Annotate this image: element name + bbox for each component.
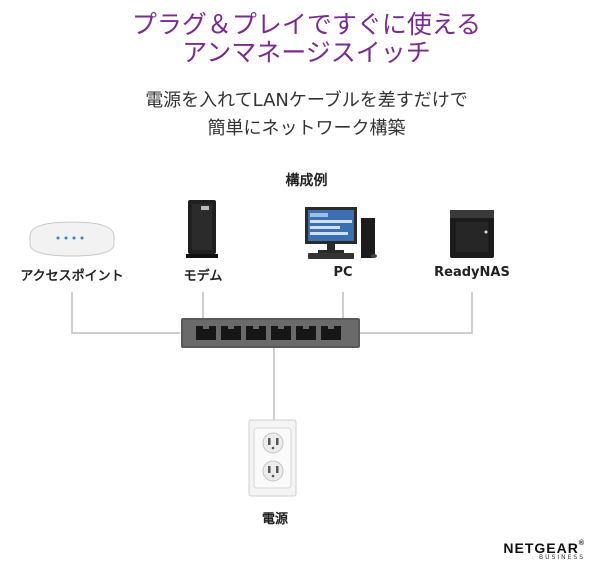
switch-port	[296, 326, 316, 340]
switch-port-notch	[203, 326, 209, 329]
switch-icon	[181, 318, 360, 348]
device-label-readynas: ReadyNAS	[434, 265, 510, 280]
switch-port	[246, 326, 266, 340]
headline-line-1: プラグ＆プレイですぐに使える	[131, 10, 482, 39]
switch-port-notch	[278, 326, 284, 329]
netgear-logo: NETGEAR® BUSINESS	[503, 540, 585, 561]
device-label-pc: PC	[333, 265, 353, 280]
subtitle-line-2: 簡単にネットワーク構築	[207, 118, 406, 139]
cable-lines	[71, 292, 473, 334]
brand-name: NETGEAR	[503, 540, 579, 556]
switch-port-notch	[253, 326, 259, 329]
subtitle-line-1: 電源を入れてLANケーブルを差すだけで	[145, 90, 468, 111]
brand-tagline: BUSINESS	[539, 554, 585, 561]
switch-port	[321, 326, 341, 340]
pc-icon	[305, 207, 377, 259]
power-outlet-icon	[248, 348, 297, 497]
switch-port-notch	[328, 326, 334, 329]
power-label: 電源	[261, 512, 288, 527]
modem-icon	[186, 200, 218, 258]
brand-mark: ®	[578, 540, 585, 547]
diagram-heading: 構成例	[285, 173, 328, 189]
switch-port	[196, 326, 216, 340]
switch-port-notch	[228, 326, 234, 329]
access-point-icon	[29, 221, 115, 257]
headline-line-2: アンマネージスイッチ	[182, 38, 431, 67]
switch-port	[221, 326, 241, 340]
device-label-modem: モデム	[183, 269, 223, 284]
switch-port-notch	[303, 326, 309, 329]
nas-icon	[450, 210, 494, 258]
device-label-access-point: アクセスポイント	[20, 269, 124, 284]
switch-port	[271, 326, 291, 340]
